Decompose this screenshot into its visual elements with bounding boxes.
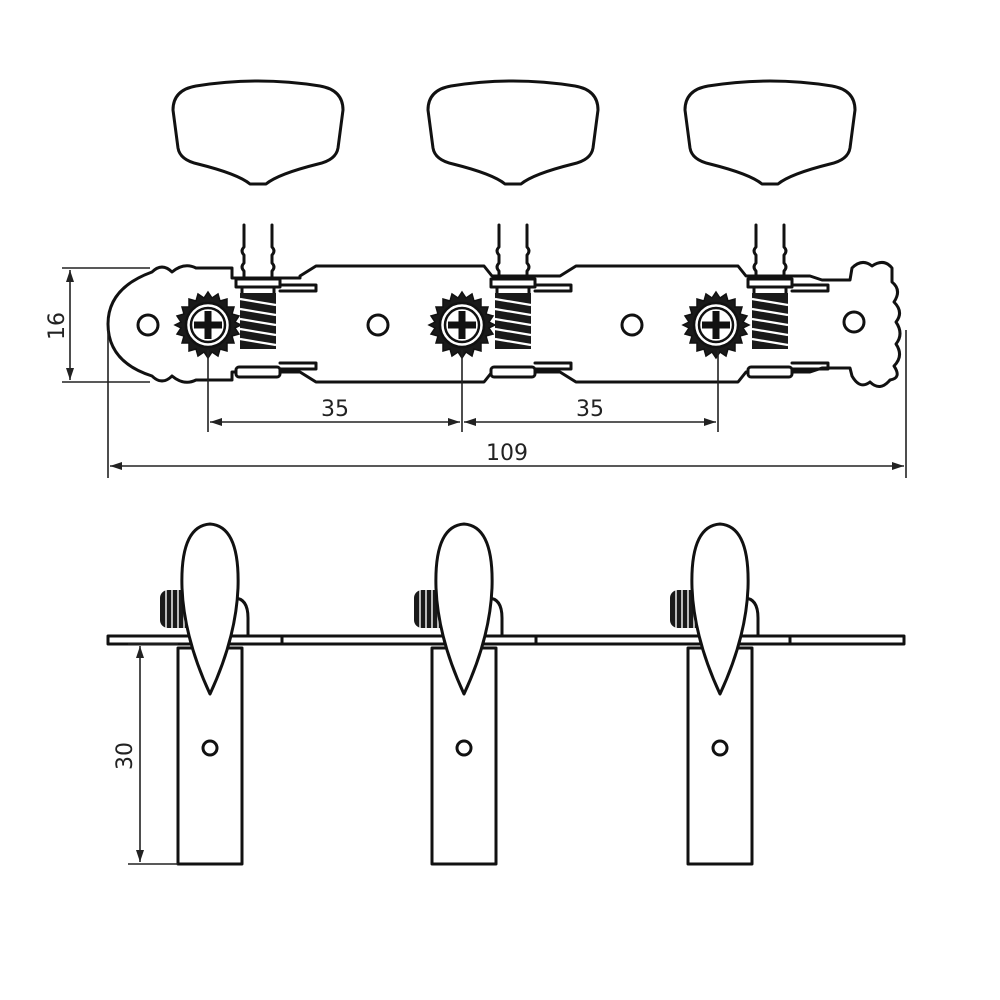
mount-hole <box>136 313 160 337</box>
dimension-plate-height: 16 <box>45 312 70 340</box>
tuner-button <box>171 79 345 186</box>
dimensions-top: 16 35 35 109 <box>45 267 907 478</box>
side-tuner <box>668 522 760 866</box>
side-plate <box>106 634 906 646</box>
worm-gear <box>234 223 318 379</box>
dimension-post-length: 30 <box>113 742 138 770</box>
gear-icon <box>681 290 751 360</box>
tuner-button <box>683 79 857 186</box>
gear-icon <box>427 290 497 360</box>
mount-hole <box>842 310 866 334</box>
side-view: 30 <box>106 522 906 866</box>
dimension-pitch-left: 35 <box>321 397 349 422</box>
base-plate <box>106 261 902 388</box>
dimension-pitch-right: 35 <box>576 397 604 422</box>
side-tuner <box>412 522 504 866</box>
dimension-total-length: 109 <box>486 441 528 466</box>
mount-hole <box>620 313 644 337</box>
mount-hole <box>366 313 390 337</box>
worm-gear <box>489 223 573 379</box>
top-view <box>106 79 902 388</box>
worm-gear <box>746 223 830 379</box>
tuner-button <box>426 79 600 186</box>
side-tuner <box>158 522 250 866</box>
gear-icon <box>173 290 243 360</box>
